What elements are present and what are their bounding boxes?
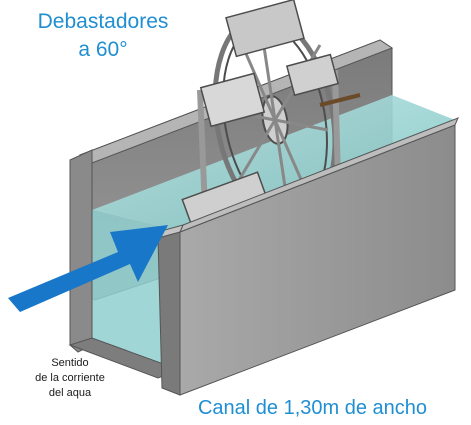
channel-left-end-wall [68, 149, 182, 379]
canal-width-caption: Canal de 1,30m de ancho [197, 397, 428, 419]
flow-direction-arrow [8, 225, 168, 312]
channel-front-wall [157, 117, 459, 396]
flow-caption-line3: del aqua [48, 387, 92, 399]
flow-caption-line2: de la corriente [35, 372, 105, 384]
flow-caption-line1: Sentido [51, 357, 89, 369]
flow-direction-caption: Sentido de la corriente del aqua [10, 356, 130, 401]
title-label-line2: a 60° [78, 38, 128, 61]
title-label-line1: Debastadores [37, 10, 169, 33]
